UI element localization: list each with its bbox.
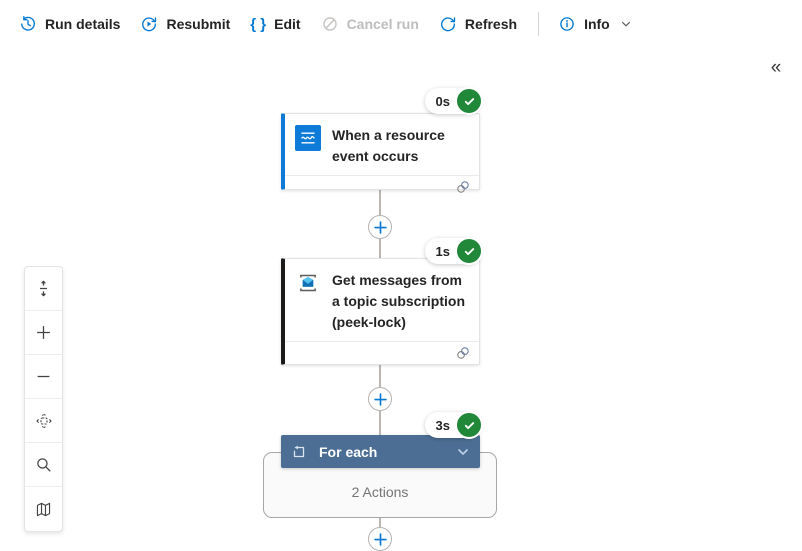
success-check-icon [455, 411, 483, 439]
cancel-run-label: Cancel run [346, 16, 419, 32]
node-title: For each [319, 443, 378, 460]
toolbar-divider [538, 12, 540, 36]
zoom-in-button[interactable] [25, 311, 62, 355]
status-badge-trigger[interactable]: 0s [424, 87, 483, 115]
pan-button[interactable] [25, 399, 62, 443]
insert-step-button[interactable] [368, 387, 392, 411]
insert-step-button[interactable] [368, 215, 392, 239]
duration-label: 0s [435, 93, 450, 109]
zoom-in-icon [37, 326, 50, 339]
connection-strip [285, 341, 479, 363]
history-icon [21, 15, 35, 31]
zoom-out-button[interactable] [25, 355, 62, 399]
resubmit-label: Resubmit [166, 16, 231, 32]
edit-button[interactable]: { } Edit [241, 6, 309, 42]
plus-icon [373, 220, 387, 234]
fit-view-icon [39, 280, 48, 297]
connection-strip [285, 175, 479, 197]
run-details-label: Run details [45, 16, 121, 32]
chevron-down-icon [621, 21, 630, 27]
node-title: When a resource event occurs [332, 127, 445, 164]
resubmit-icon [142, 17, 157, 32]
status-badge-foreach[interactable]: 3s [424, 411, 483, 439]
fit-view-button[interactable] [25, 267, 62, 311]
connection-rings-icon[interactable] [455, 345, 471, 361]
service-bus-icon [295, 270, 321, 296]
foreach-header[interactable]: For each [281, 435, 480, 468]
info-label: Info [584, 16, 610, 32]
action-card-get-messages[interactable]: Get messages from a topic subscription (… [281, 258, 480, 365]
node-title: Get messages from a topic subscription (… [332, 272, 466, 330]
status-badge-action[interactable]: 1s [424, 237, 483, 265]
refresh-button[interactable]: Refresh [430, 6, 526, 42]
minimap-button[interactable] [25, 487, 62, 531]
prohibited-icon [322, 17, 337, 31]
refresh-icon [440, 17, 456, 32]
code-braces-icon: { } [250, 15, 267, 33]
insert-step-button[interactable] [368, 527, 392, 551]
info-icon [560, 17, 574, 31]
search-button[interactable] [25, 443, 62, 487]
canvas-controls-toolbar [24, 266, 63, 532]
refresh-label: Refresh [464, 16, 518, 32]
connection-rings-icon[interactable] [455, 179, 471, 195]
edit-label: Edit [274, 16, 301, 32]
loop-icon [293, 445, 305, 457]
minimap-icon [36, 502, 51, 516]
duration-label: 3s [435, 417, 450, 433]
plus-icon [373, 532, 387, 546]
foreach-collapse-button[interactable] [456, 445, 470, 459]
event-grid-icon [295, 125, 321, 151]
cancel-run-button[interactable]: Cancel run [312, 6, 428, 42]
connector-line [379, 518, 381, 530]
workflow-canvas[interactable]: « When a resource event occurs [0, 48, 802, 551]
command-bar: Run details Resubmit { } Edit Cancel run [0, 0, 802, 49]
zoom-out-icon [37, 375, 50, 378]
chevron-down-icon [458, 448, 468, 455]
plus-icon [373, 392, 387, 406]
resubmit-button[interactable]: Resubmit [131, 6, 239, 42]
duration-label: 1s [435, 243, 450, 259]
trigger-card-when-a-resource-event-occurs[interactable]: When a resource event occurs [281, 113, 480, 193]
pan-icon [35, 412, 52, 429]
run-details-button[interactable]: Run details [10, 6, 129, 42]
info-button[interactable]: Info [549, 6, 641, 42]
success-check-icon [455, 237, 483, 265]
success-check-icon [455, 87, 483, 115]
foreach-actions-count: 2 Actions [351, 484, 409, 500]
search-icon [37, 458, 51, 472]
collapse-panel-button[interactable]: « [762, 54, 790, 82]
